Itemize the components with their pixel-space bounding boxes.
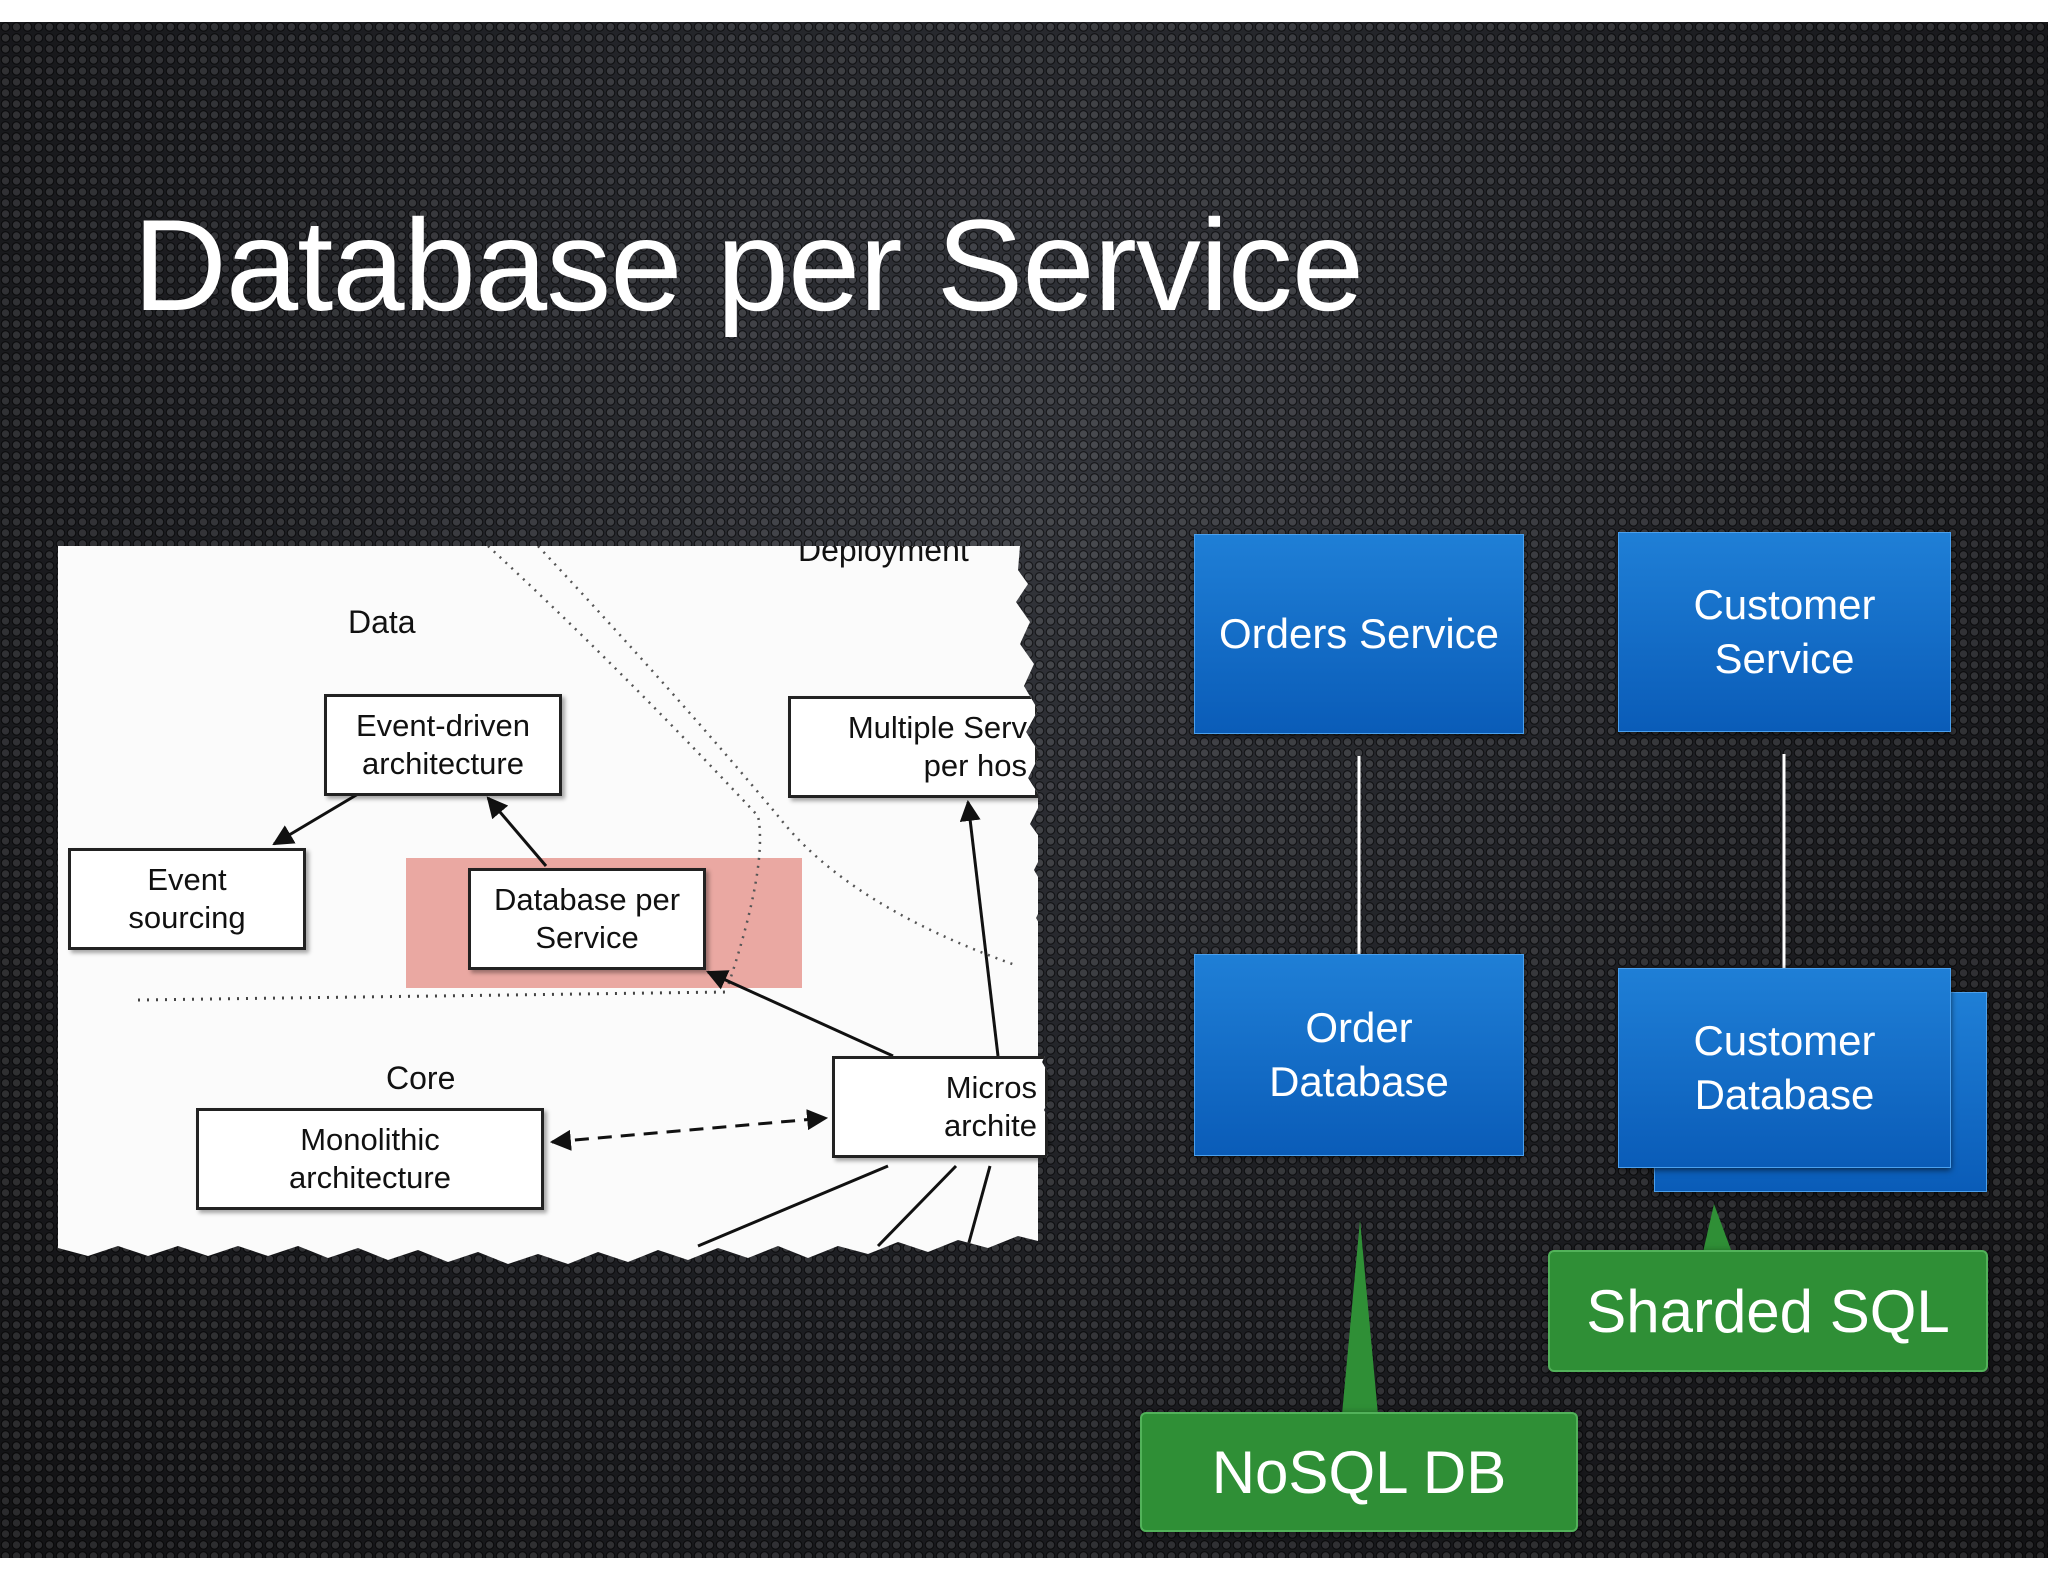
- order-database-box: Order Database: [1194, 954, 1524, 1156]
- arrow-event-driven-to-event-sourcing: [272, 792, 359, 846]
- box-microservice-architecture: Micros archite: [832, 1056, 1048, 1158]
- slide-title: Database per Service: [133, 192, 1364, 338]
- region-boundary-line: [537, 546, 1019, 968]
- box-monolithic-architecture: Monolithic architecture: [196, 1108, 544, 1210]
- region-boundary-line: [487, 546, 762, 987]
- arrow-microservice-to-multiple-services: [959, 799, 1000, 1057]
- customer-database-box: Customer Database: [1618, 968, 1951, 1168]
- box-event-sourcing: Event sourcing: [68, 848, 306, 950]
- connector-line: [966, 1165, 992, 1247]
- label-deployment: Deployment: [798, 532, 969, 568]
- slide: Database per Service: [0, 22, 2048, 1558]
- arrow-db-per-service-to-event-driven: [486, 796, 548, 867]
- box-database-per-service: Database per Service: [468, 868, 706, 970]
- connector-line: [876, 1164, 958, 1248]
- arrow-microservice-to-db-per-service: [706, 970, 894, 1058]
- pattern-map-connectors: [137, 546, 1019, 1248]
- box-multiple-services-per-host: Multiple Serv per hos: [788, 696, 1038, 798]
- nosql-callout-pointer: [1340, 1220, 1380, 1436]
- label-core: Core: [386, 1060, 456, 1096]
- connector-line: [697, 1164, 889, 1248]
- nosql-db-callout: NoSQL DB: [1140, 1412, 1578, 1532]
- orders-service-box: Orders Service: [1194, 534, 1524, 734]
- customer-service-box: Customer Service: [1618, 532, 1951, 732]
- box-event-driven-architecture: Event-driven architecture: [324, 694, 562, 796]
- label-data: Data: [348, 604, 416, 640]
- sharded-sql-callout: Sharded SQL: [1548, 1250, 1988, 1372]
- pattern-map-excerpt: Deployment Data Core Event-driven archit…: [58, 546, 1048, 1264]
